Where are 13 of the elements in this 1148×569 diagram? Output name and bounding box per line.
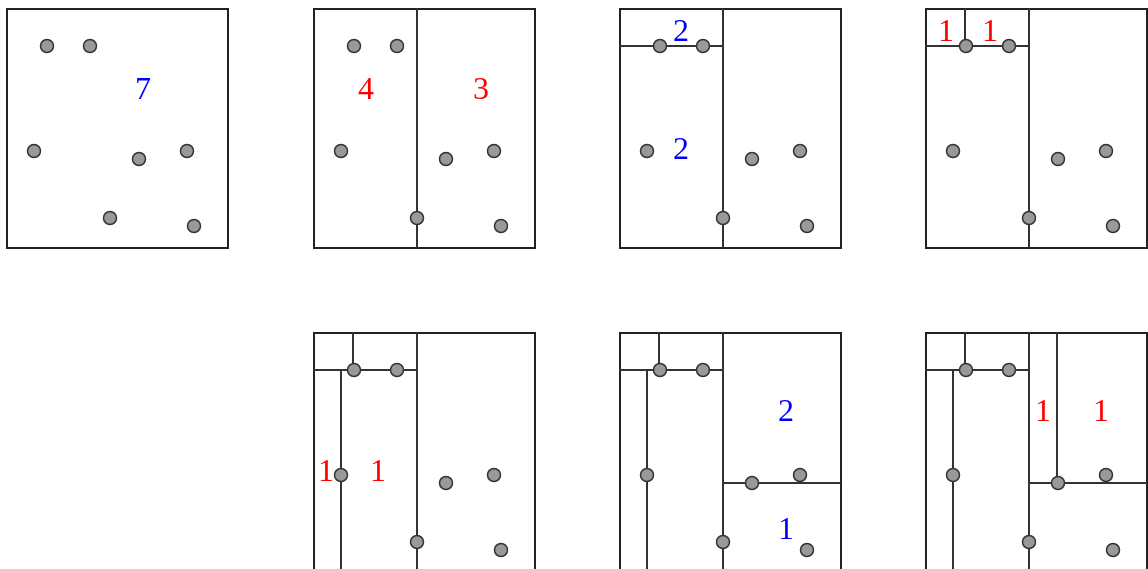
point-count-label: 1 [1093, 394, 1109, 426]
point-count-label: 4 [358, 72, 374, 104]
point-count-label: 1 [1035, 394, 1051, 426]
point-count-label: 1 [982, 14, 998, 46]
point-count-label: 1 [370, 454, 386, 486]
point-count-label: 1 [318, 454, 334, 486]
point-count-label: 2 [673, 132, 689, 164]
point-count-label: 2 [673, 14, 689, 46]
point-count-label: 7 [135, 72, 151, 104]
point-count-label: 1 [938, 14, 954, 46]
point-count-label: 3 [473, 72, 489, 104]
point-count-label: 2 [778, 394, 794, 426]
point-count-label: 1 [778, 512, 794, 544]
